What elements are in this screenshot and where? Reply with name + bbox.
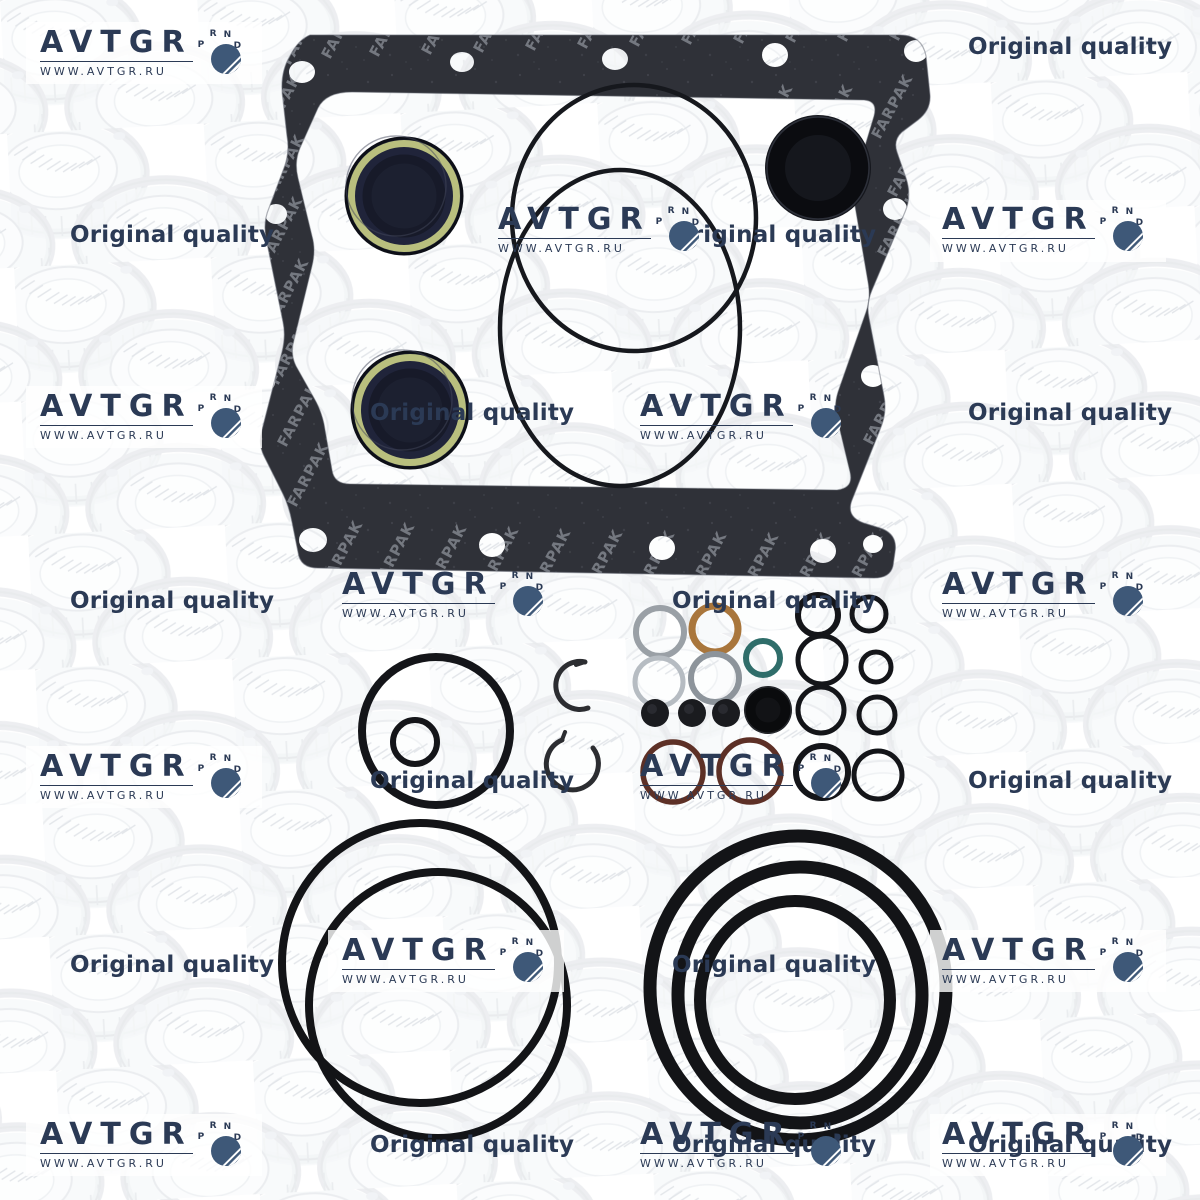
oring-small-inner (390, 717, 440, 767)
oring-grid (793, 592, 905, 802)
large-orings-bottom-right (643, 829, 953, 1147)
oring-teal-small (743, 638, 783, 678)
pan-gasket: FARPAK FARPAK FARPAK FARPAK FARPAK FARPA… (240, 0, 960, 600)
thrust-washer-steel-2 (632, 655, 686, 709)
oring-large-upper (509, 82, 759, 354)
rubber-plugs (641, 699, 740, 727)
oring-brown-right (716, 737, 784, 805)
front-axle-oil-seal-left-upper (344, 135, 464, 256)
oil-seal-right-upper (765, 115, 871, 221)
seal-small-black (744, 686, 792, 734)
thrust-washer-steel-3 (688, 651, 742, 705)
front-axle-oil-seal-left-lower (350, 349, 470, 470)
snap-ring-lower (543, 730, 601, 793)
oring-large-lower (497, 167, 743, 489)
thrust-washer-steel-1 (633, 605, 687, 659)
large-orings-bottom-left (278, 819, 571, 1142)
oring-brown-left (640, 739, 706, 805)
snap-ring-upper (553, 658, 591, 712)
thrust-washer-bronze (688, 602, 742, 656)
oring-medium-black (358, 653, 514, 809)
